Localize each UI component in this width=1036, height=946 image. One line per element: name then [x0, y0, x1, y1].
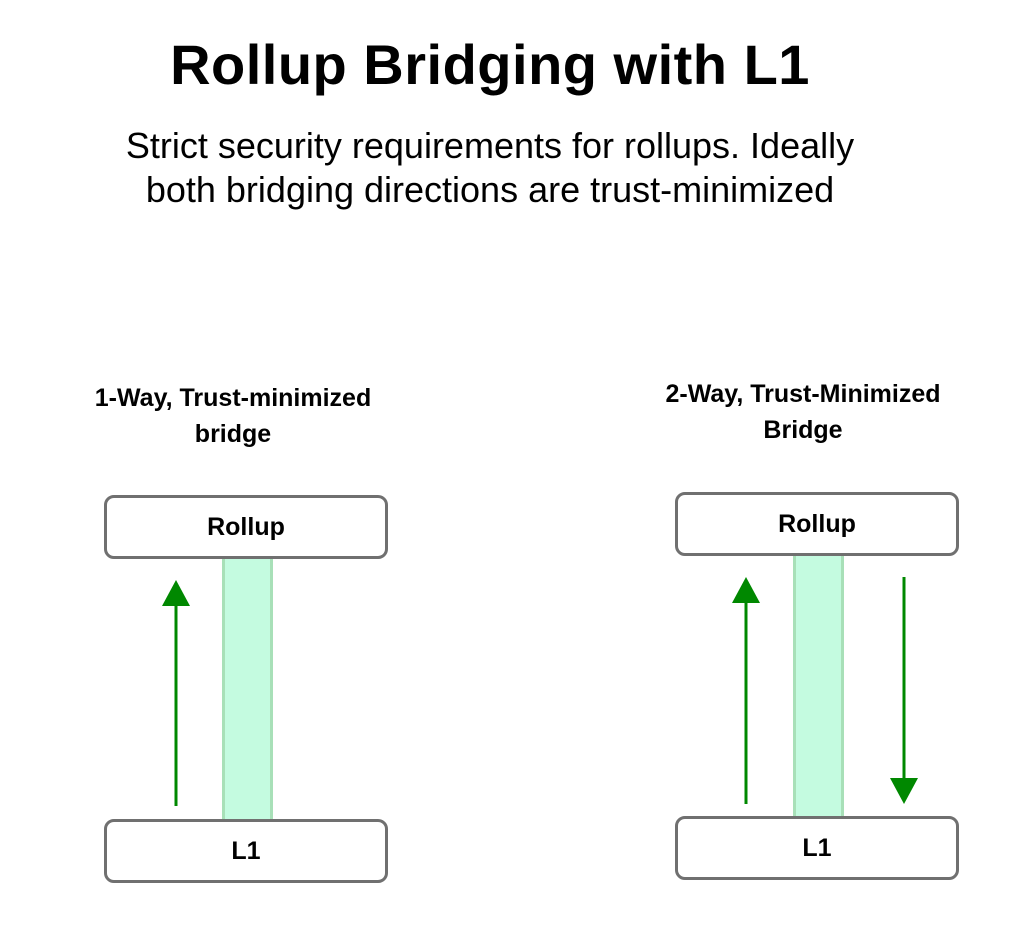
panel-title: 2-Way, Trust-Minimized Bridge [630, 376, 976, 448]
subtitle-line: both bridging directions are trust-minim… [145, 169, 835, 210]
up-arrow-icon [732, 577, 760, 804]
panel-title-line: 2-Way, Trust-Minimized [665, 380, 941, 408]
bridge-channel [222, 556, 273, 820]
panel-title: 1-Way, Trust-minimized bridge [60, 380, 406, 452]
panel-title-line: bridge [194, 420, 272, 448]
panel-title-line: 1-Way, Trust-minimized [94, 384, 372, 412]
diagram-subtitle: Strict security requirements for rollups… [0, 124, 1008, 212]
bridge-channel [793, 553, 844, 819]
rollup-box: Rollup [675, 492, 959, 556]
rollup-box: Rollup [104, 495, 388, 559]
l1-label: L1 [802, 833, 832, 862]
subtitle-line: Strict security requirements for rollups… [125, 125, 855, 166]
l1-box: L1 [104, 819, 388, 883]
l1-label: L1 [231, 836, 261, 865]
diagram-title: Rollup Bridging with L1 [170, 33, 810, 96]
rollup-label: Rollup [207, 512, 285, 541]
panel-title-line: Bridge [763, 416, 843, 444]
down-arrow-icon [890, 577, 918, 804]
rollup-label: Rollup [778, 509, 856, 538]
l1-box: L1 [675, 816, 959, 880]
up-arrow-icon [162, 580, 190, 806]
